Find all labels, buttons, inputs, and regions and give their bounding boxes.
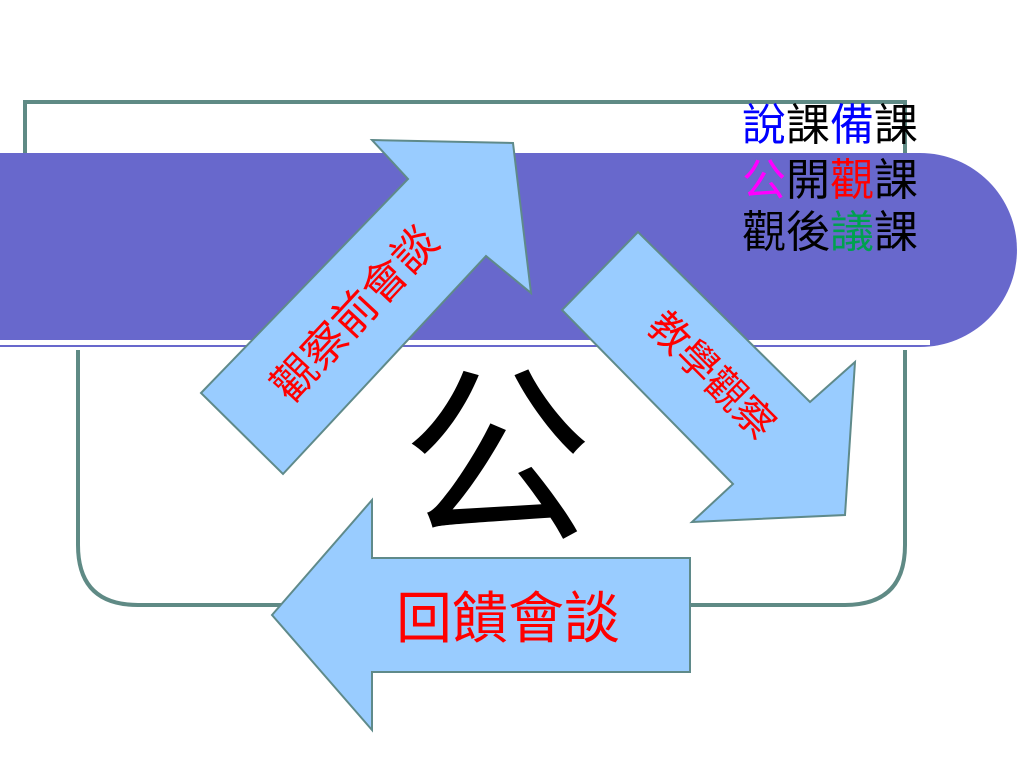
center-character: 公 <box>402 349 592 570</box>
title-3-char-2: 後 <box>786 207 830 258</box>
title-3-char-4: 課 <box>874 207 918 258</box>
title-1-char-1: 說 <box>742 100 786 151</box>
title-2-char-1: 公 <box>742 155 786 206</box>
title-2-char-2: 開 <box>786 155 830 206</box>
title-line-3: 觀後議課 <box>742 207 918 258</box>
feedback-label: 回饋會談 <box>396 587 620 652</box>
title-3-char-3: 議 <box>830 207 874 258</box>
title-2-char-3: 觀 <box>830 155 874 206</box>
band-separator <box>0 340 930 345</box>
title-2-char-4: 課 <box>874 155 918 206</box>
feedback-arrow: 回饋會談 <box>270 497 691 733</box>
title-1-char-2: 課 <box>786 100 830 151</box>
title-1-char-4: 課 <box>874 100 918 151</box>
title-line-1: 說課備課 <box>742 100 918 151</box>
title-3-char-1: 觀 <box>742 207 786 258</box>
title-line-2: 公開觀課 <box>742 155 918 206</box>
title-block: 說課備課 公開觀課 觀後議課 <box>742 100 918 258</box>
title-1-char-3: 備 <box>830 100 874 151</box>
